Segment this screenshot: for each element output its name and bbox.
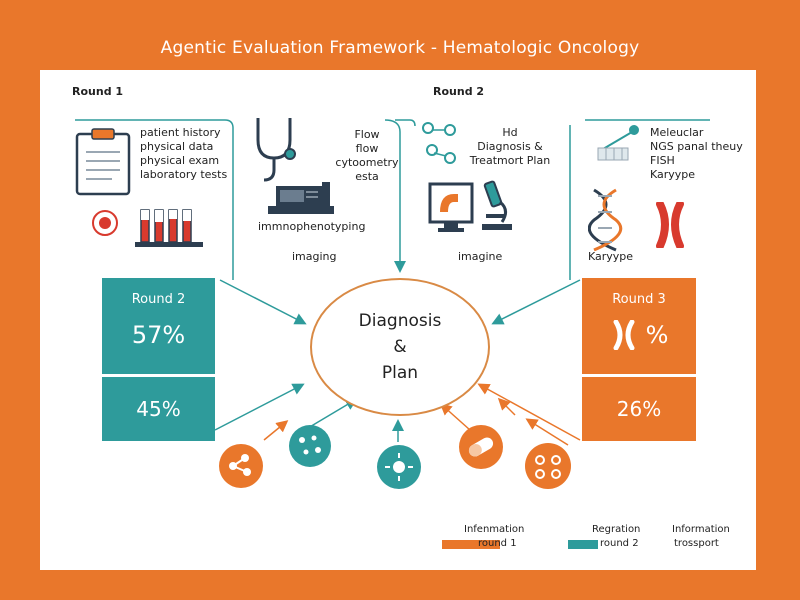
legend-col1-label: round 1 <box>478 538 517 549</box>
diagnosis-plan-node: Diagnosis & Plan <box>310 278 490 416</box>
connector-lines <box>75 119 710 446</box>
pill-node-icon <box>459 425 503 469</box>
round-1-header: Round 1 <box>72 85 124 98</box>
round-2-bottom-value: 45% <box>136 397 181 421</box>
pipette-icon <box>597 125 639 161</box>
clipboard-line: laboratory tests <box>140 168 228 181</box>
microscope-icon <box>482 180 512 230</box>
diagnosis-line: Treatmort Plan <box>469 154 551 167</box>
network-node-icon <box>525 443 571 489</box>
chromosome-white-icon <box>613 320 635 350</box>
imaging-label: imaging <box>292 250 337 263</box>
molecular-labels: Meleuclar NGS panal theuy FISH Karyype <box>650 126 743 182</box>
imagine-label: imagine <box>458 250 503 263</box>
legend-swatch-teal <box>568 540 598 549</box>
round-2-header: Round 2 <box>433 85 485 98</box>
round-2-stat-box: Round 2 57% <box>102 278 215 374</box>
diagnosis-line: Diagnosis & <box>477 140 543 153</box>
flow-line: flow <box>355 142 379 155</box>
center-line: Diagnosis <box>358 311 442 331</box>
round-3-title: Round 3 <box>612 292 666 307</box>
flow-line: cytoometry <box>335 156 399 169</box>
diagnosis-line: Hd <box>502 126 518 139</box>
test-tubes-icon <box>135 209 203 247</box>
legend-col2-title: Regration <box>592 524 641 535</box>
diagnosis-labels: Hd Diagnosis & Treatmort Plan <box>465 126 555 168</box>
molecular-line: FISH <box>650 154 675 167</box>
round-2-title: Round 2 <box>131 292 186 307</box>
stethoscope-icon <box>256 118 296 182</box>
molecule-node-icon <box>219 444 263 488</box>
dna-icon <box>588 188 623 252</box>
legend-col1-title: Infenmation <box>464 524 525 535</box>
framework-panel: Round 1 Round 2 patient history physical… <box>40 70 756 570</box>
page-title: Agentic Evaluation Framework - Hematolog… <box>160 38 640 58</box>
molecular-line: Meleuclar <box>650 126 704 139</box>
blood-cell-icon <box>92 210 118 236</box>
cytometer-icon <box>268 182 334 214</box>
round-3-bottom-box: 26% <box>582 377 696 441</box>
chromosome-icon <box>656 202 684 248</box>
flow-line: Flow <box>354 128 380 141</box>
virus-node-icon <box>377 445 421 489</box>
round-3-stat-box: Round 3 % <box>582 278 696 374</box>
clipboard-icon <box>75 128 131 196</box>
round-3-top-row: % <box>610 320 669 350</box>
flow-line: esta <box>355 170 379 183</box>
legend-col2-label: round 2 <box>600 538 639 549</box>
cells-node-icon <box>289 425 331 467</box>
round-3-bottom-value: 26% <box>616 397 662 421</box>
legend-col3-label: trossport <box>674 538 719 549</box>
molecular-line: Karyype <box>650 168 696 181</box>
clipboard-line: patient history <box>140 126 221 139</box>
round-2-bottom-box: 45% <box>102 377 215 441</box>
karyotype-label: Karyype <box>588 250 634 263</box>
monitor-icon <box>428 182 474 232</box>
clipboard-line: physical data <box>140 140 214 153</box>
flow-labels: Flow flow cytoometry esta <box>332 128 402 184</box>
round-2-top-value: 57% <box>131 321 186 349</box>
legend-col3-title: Information <box>672 524 730 535</box>
clipboard-line: physical exam <box>140 154 220 167</box>
center-line: & <box>393 337 407 357</box>
molecular-line: NGS panal theuy <box>650 140 743 153</box>
immunophenotyping-label: immnophenotyping <box>258 220 366 233</box>
round-3-top-value: % <box>645 321 669 349</box>
legend-swatch-orange <box>442 540 500 549</box>
center-line: Plan <box>381 363 419 383</box>
molecules-icon <box>422 122 456 164</box>
clipboard-labels: patient history physical data physical e… <box>140 126 227 182</box>
